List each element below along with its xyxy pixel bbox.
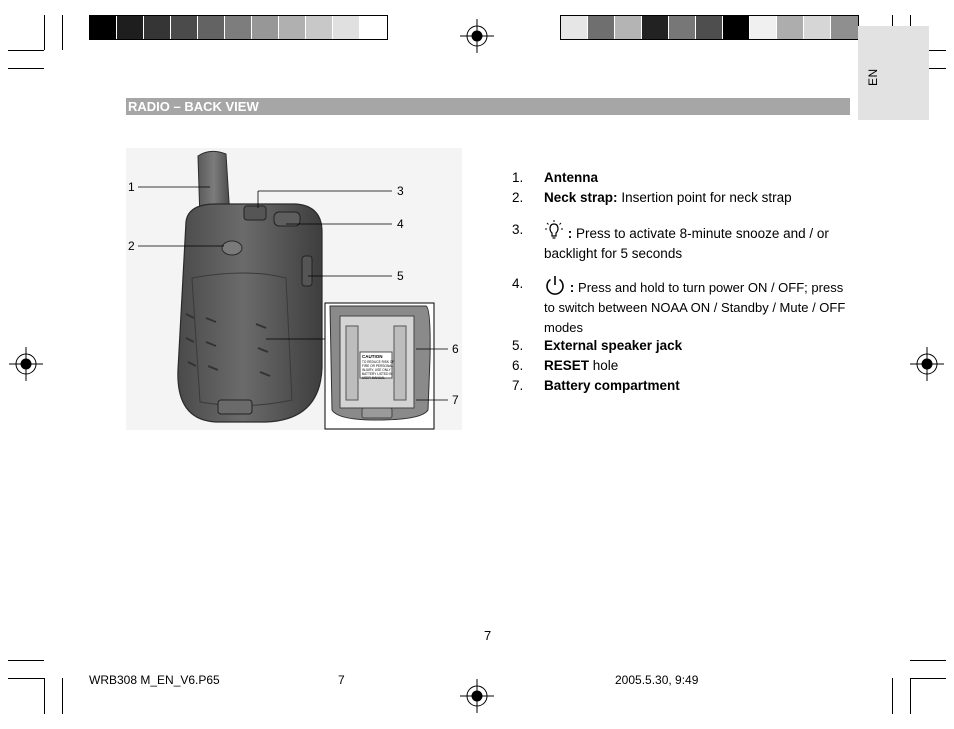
item-number: 5. (512, 338, 524, 353)
callout-number: 7 (452, 393, 459, 407)
calibration-swatch (642, 16, 669, 39)
calibration-swatch (171, 16, 198, 39)
callout-number: 3 (397, 184, 404, 198)
item-number: 4. (512, 276, 524, 291)
calibration-swatch (333, 16, 360, 39)
crop-mark (910, 678, 911, 714)
footer-page: 7 (338, 673, 345, 687)
battery-caution-line: INJURY, USE ONLY (362, 368, 392, 372)
crop-mark (910, 678, 946, 679)
calibration-swatch (777, 16, 804, 39)
item-number: 2. (512, 190, 524, 205)
crop-mark (910, 660, 946, 661)
calibration-swatch (117, 16, 144, 39)
item-title: : (567, 226, 573, 241)
calibration-swatch (279, 16, 306, 39)
crop-mark (8, 660, 44, 661)
crop-mark (892, 678, 893, 714)
calibration-swatch (669, 16, 696, 39)
calibration-swatch (750, 16, 777, 39)
power-icon (546, 276, 564, 295)
calibration-swatch (804, 16, 831, 39)
battery-caution-line: BATTERY LISTED IN (362, 372, 393, 376)
section-title: RADIO – BACK VIEW (128, 99, 259, 114)
footer-filename: WRB308 M_EN_V6.P65 (89, 673, 220, 687)
calibration-swatch (723, 16, 750, 39)
calibration-swatch (225, 16, 252, 39)
item-number: 3. (512, 222, 524, 237)
battery-caution-title: CAUTION (362, 354, 383, 359)
crop-mark (62, 678, 63, 714)
item-title: RESET (544, 358, 590, 373)
calibration-swatch (252, 16, 279, 39)
item-text: Press and hold to turn power ON / OFF; p… (544, 280, 846, 335)
battery-caution-line: TO REDUCE RISK OF (362, 360, 394, 364)
crop-mark (44, 678, 45, 714)
calibration-swatch (198, 16, 225, 39)
crop-mark (8, 50, 44, 51)
calibration-swatch (306, 16, 333, 39)
item-title: : (569, 280, 575, 295)
footer-timestamp: 2005.5.30, 9:49 (615, 673, 699, 687)
callout-number: 5 (397, 269, 404, 283)
item-title: External speaker jack (544, 338, 683, 353)
item-text: Press to activate 8-minute snooze and / … (544, 226, 829, 261)
item-text: Insertion point for neck strap (621, 190, 792, 205)
crop-mark (62, 15, 63, 50)
item-title: Battery compartment (544, 378, 680, 393)
calibration-swatch (615, 16, 642, 39)
item-number: 1. (512, 170, 524, 185)
calibration-swatch (360, 16, 387, 39)
crop-mark (44, 15, 45, 50)
calibration-swatch (144, 16, 171, 39)
item-text: hole (592, 358, 619, 373)
crop-mark (8, 68, 44, 69)
color-calibration-bar-left (89, 15, 388, 40)
section-header-bar (126, 98, 850, 115)
snooze-light-icon (545, 220, 563, 239)
registration-target-icon (460, 19, 494, 53)
callout-number: 6 (452, 342, 459, 356)
registration-target-icon (910, 347, 944, 381)
battery-caution-line: USER MANUAL (362, 376, 385, 380)
calibration-swatch (561, 16, 588, 39)
crop-mark (8, 678, 44, 679)
language-tab (858, 26, 929, 120)
registration-target-icon (460, 679, 494, 713)
battery-caution-line: FIRE OR PERSONAL (362, 364, 393, 368)
item-title: Neck strap: (544, 190, 618, 205)
item-number: 7. (512, 378, 524, 393)
page-number: 7 (484, 628, 492, 643)
calibration-swatch (90, 16, 117, 39)
calibration-swatch (696, 16, 723, 39)
color-calibration-bar-right (560, 15, 859, 40)
callout-number: 4 (397, 217, 404, 231)
calibration-swatch (588, 16, 615, 39)
calibration-swatch (831, 16, 858, 39)
item-title: Antenna (544, 170, 598, 185)
item-number: 6. (512, 358, 524, 373)
callout-number: 2 (128, 239, 135, 253)
language-label: EN (866, 68, 880, 86)
registration-target-icon (9, 347, 43, 381)
callout-number: 1 (128, 180, 135, 194)
